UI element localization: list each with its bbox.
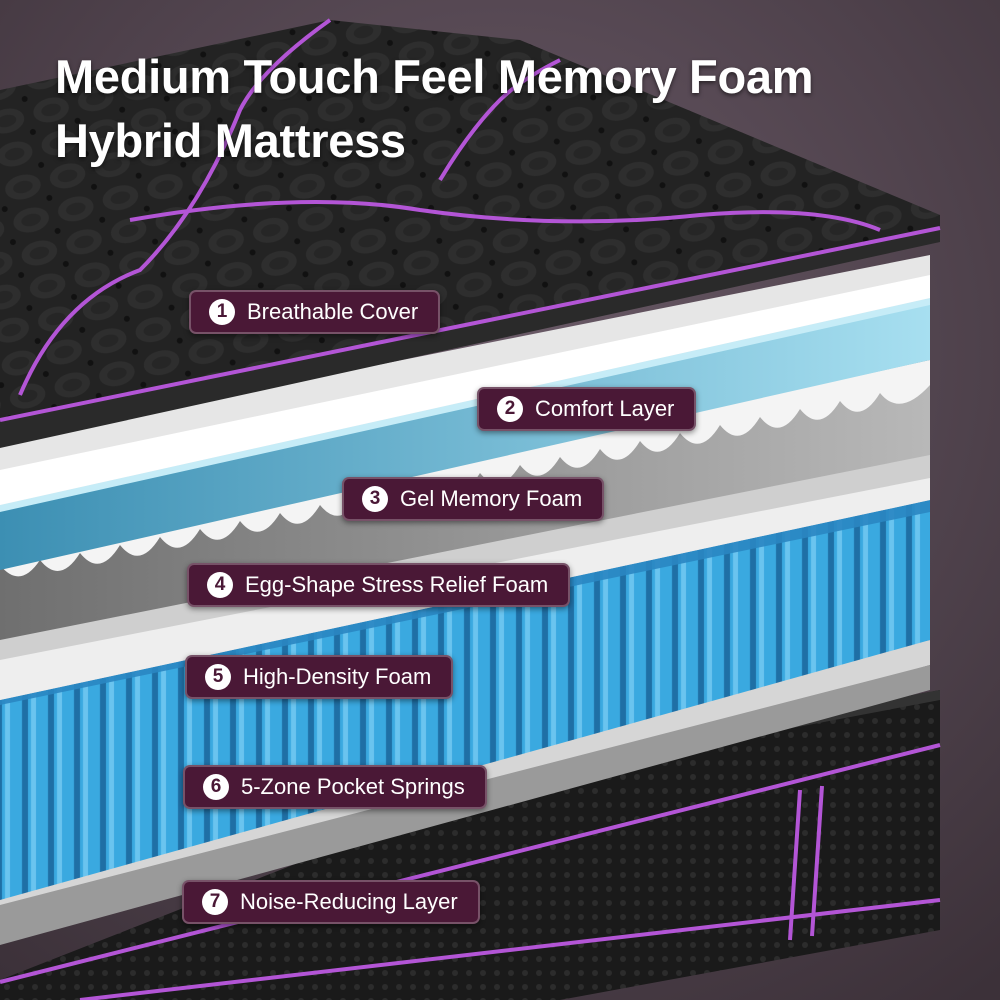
layer-label-text: Breathable Cover <box>247 299 419 324</box>
layer-number-badge: 3 <box>362 486 388 512</box>
title-line-1: Medium Touch Feel Memory Foam <box>55 50 814 103</box>
layer-number-badge: 6 <box>203 774 229 800</box>
breathable-cover <box>0 18 941 448</box>
layer-label-noise-reducing-layer: 7 Noise-Reducing Layer <box>182 880 480 924</box>
layer-label-text: 5-Zone Pocket Springs <box>241 774 465 799</box>
layer-number-badge: 5 <box>205 664 231 690</box>
layer-label-breathable-cover: 1 Breathable Cover <box>189 290 441 334</box>
layer-label-comfort-layer: 2 Comfort Layer <box>477 387 697 431</box>
layer-label-text: Noise-Reducing Layer <box>240 889 458 914</box>
layer-label-text: Gel Memory Foam <box>400 486 583 511</box>
layer-label-text: Comfort Layer <box>535 396 675 421</box>
layer-number-badge: 4 <box>207 572 233 598</box>
layer-number-badge: 1 <box>209 299 235 325</box>
layer-label-egg-shape-foam: 4 Egg-Shape Stress Relief Foam <box>187 563 571 607</box>
comfort-layer <box>0 255 930 505</box>
layer-number-badge: 7 <box>202 889 228 915</box>
layer-label-text: Egg-Shape Stress Relief Foam <box>245 572 549 597</box>
layer-label-gel-memory-foam: 3 Gel Memory Foam <box>342 477 605 521</box>
layer-label-text: High-Density Foam <box>243 664 432 689</box>
layer-number-badge: 2 <box>497 396 523 422</box>
page-title: Medium Touch Feel Memory Foam Hybrid Mat… <box>55 45 985 173</box>
title-line-2: Hybrid Mattress <box>55 114 406 167</box>
layer-label-pocket-springs: 6 5-Zone Pocket Springs <box>183 765 487 809</box>
layer-label-high-density-foam: 5 High-Density Foam <box>185 655 454 699</box>
